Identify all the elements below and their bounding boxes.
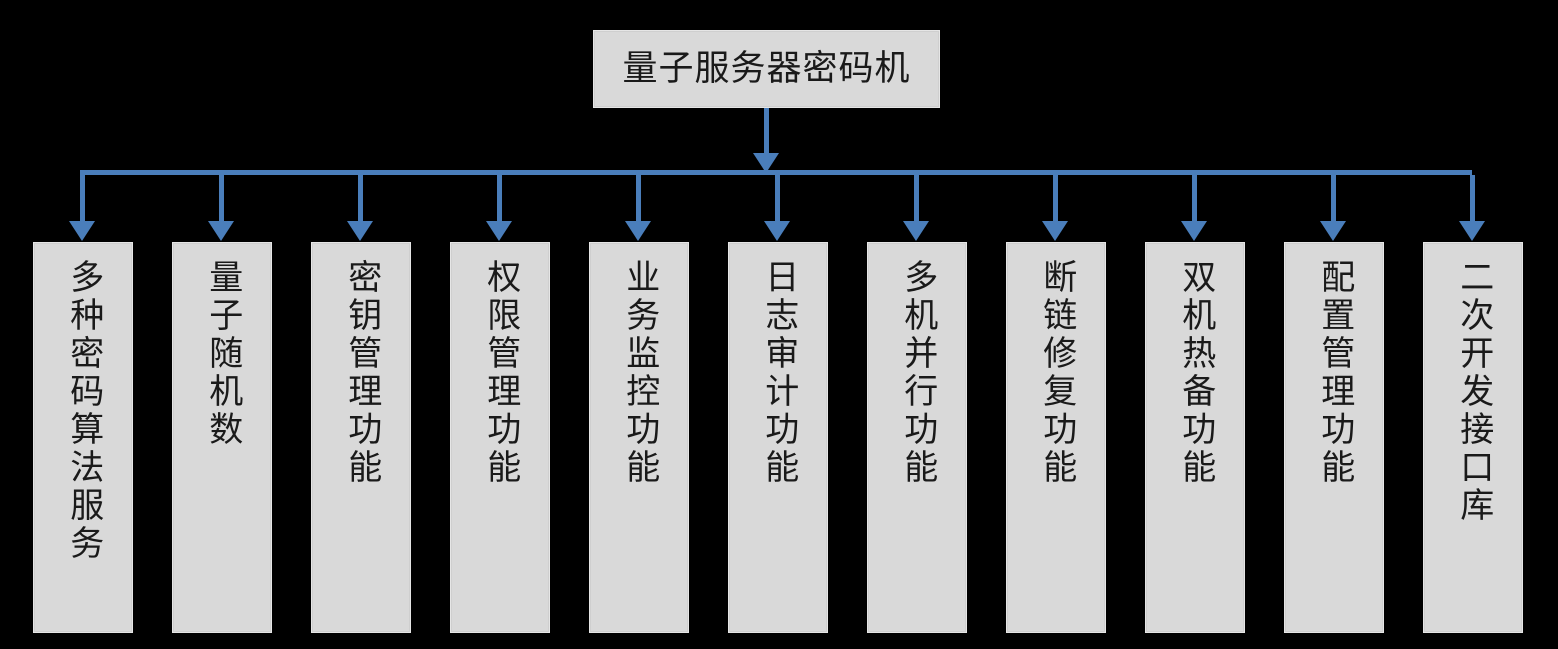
leaf-connector-stem-10 xyxy=(1331,175,1336,223)
leaf-connector-stem-4 xyxy=(497,175,502,223)
leaf-connector-arrowhead-icon-5 xyxy=(625,221,651,241)
leaf-node-label-2: 量子随机数 xyxy=(202,259,243,449)
leaf-node-label-10: 配置管理功能 xyxy=(1314,259,1355,487)
leaf-connector-arrowhead-icon-4 xyxy=(486,221,512,241)
root-connector-arrowhead-icon xyxy=(753,153,779,173)
leaf-connector-stem-5 xyxy=(636,175,641,223)
leaf-node-1[interactable]: 多种密码算法服务 xyxy=(33,242,133,633)
leaf-node-11[interactable]: 二次开发接口库 xyxy=(1423,242,1523,633)
root-node[interactable]: 量子服务器密码机 xyxy=(593,30,940,108)
leaf-node-8[interactable]: 断链修复功能 xyxy=(1006,242,1106,633)
leaf-node-4[interactable]: 权限管理功能 xyxy=(450,242,550,633)
leaf-connector-arrowhead-icon-7 xyxy=(903,221,929,241)
leaf-node-label-3: 密钥管理功能 xyxy=(341,259,382,487)
leaf-node-3[interactable]: 密钥管理功能 xyxy=(311,242,411,633)
leaf-node-label-6: 日志审计功能 xyxy=(758,259,799,487)
leaf-node-label-11: 二次开发接口库 xyxy=(1453,259,1494,525)
root-connector-stem xyxy=(764,108,769,155)
leaf-node-9[interactable]: 双机热备功能 xyxy=(1145,242,1245,633)
leaf-connector-arrowhead-icon-2 xyxy=(208,221,234,241)
leaf-node-label-7: 多机并行功能 xyxy=(897,259,938,487)
leaf-connector-arrowhead-icon-1 xyxy=(69,221,95,241)
leaf-connector-stem-11 xyxy=(1470,175,1475,223)
leaf-node-2[interactable]: 量子随机数 xyxy=(172,242,272,633)
leaf-node-label-9: 双机热备功能 xyxy=(1175,259,1216,487)
leaf-connector-arrowhead-icon-6 xyxy=(764,221,790,241)
leaf-connector-stem-9 xyxy=(1192,175,1197,223)
leaf-connector-stem-8 xyxy=(1053,175,1058,223)
leaf-node-10[interactable]: 配置管理功能 xyxy=(1284,242,1384,633)
leaf-node-label-5: 业务监控功能 xyxy=(619,259,660,487)
leaf-node-label-4: 权限管理功能 xyxy=(480,259,521,487)
leaf-node-5[interactable]: 业务监控功能 xyxy=(589,242,689,633)
leaf-connector-stem-1 xyxy=(80,175,85,223)
leaf-connector-stem-3 xyxy=(358,175,363,223)
leaf-connector-arrowhead-icon-10 xyxy=(1320,221,1346,241)
leaf-node-label-8: 断链修复功能 xyxy=(1036,259,1077,487)
root-node-label: 量子服务器密码机 xyxy=(622,48,911,89)
connector-bus-line xyxy=(80,170,1472,175)
leaf-node-label-1: 多种密码算法服务 xyxy=(63,259,104,563)
leaf-connector-stem-2 xyxy=(219,175,224,223)
leaf-connector-arrowhead-icon-3 xyxy=(347,221,373,241)
leaf-connector-stem-6 xyxy=(775,175,780,223)
leaf-connector-stem-7 xyxy=(914,175,919,223)
leaf-connector-arrowhead-icon-8 xyxy=(1042,221,1068,241)
leaf-connector-arrowhead-icon-11 xyxy=(1459,221,1485,241)
leaf-connector-arrowhead-icon-9 xyxy=(1181,221,1207,241)
leaf-node-7[interactable]: 多机并行功能 xyxy=(867,242,967,633)
leaf-node-6[interactable]: 日志审计功能 xyxy=(728,242,828,633)
